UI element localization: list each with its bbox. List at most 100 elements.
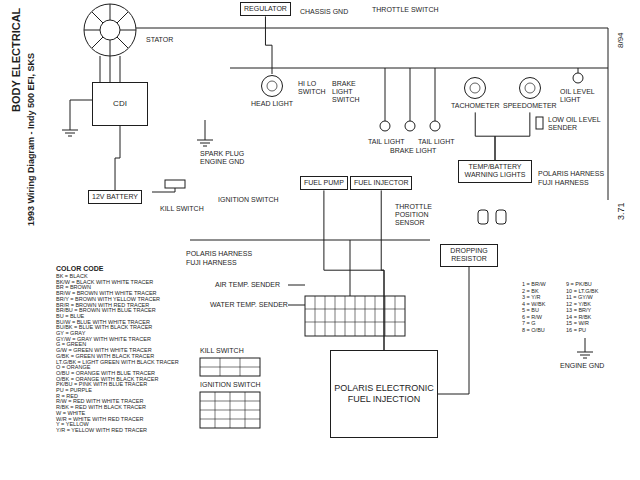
part-label: 8/94 [616,32,625,48]
component-box: 12V BATTERY [88,190,142,204]
color-code-entry: BR/W = BROWN WITH WHITE TRACER [56,291,157,297]
component-name: HEAD LIGHT [251,100,293,108]
pin-assignment: 11 = GY/W [566,295,593,301]
color-code-entry: BK/W = BLACK WITH WHITE TRACER [56,280,153,286]
component-box: FUEL PUMP [300,176,348,190]
color-code-entry: BU/W = BLUE WITH WHITE TRACER [56,320,150,326]
part-label: 3.71 [616,202,626,220]
part-label: WATER TEMP. SENDER [210,301,288,309]
wire-connector [115,126,120,190]
stator-ring [84,4,136,56]
part-label: 1993 Wiring Diagram - Indy 500 EFI, SKS [26,53,36,226]
pin-assignment: 8 = O/BU [522,328,545,334]
wire-connector [381,190,384,350]
component-box: POLARIS ELECTRONIC FUEL INJECTION [330,350,438,438]
color-code-entry: BK = BLACK [56,274,88,280]
component-box: DROPPING RESISTOR [440,244,498,267]
wire-connector [265,16,272,74]
part-label: SPARK PLUG ENGINE GND [200,150,250,166]
color-code-entry: PU = PURPLE [56,388,92,394]
wire-connector [324,190,384,350]
wire-connector [475,112,495,160]
part-label: KILL SWITCH [160,205,204,213]
component-box: CDI [92,82,148,126]
part-label: TAIL LIGHT [418,138,455,146]
part-label: BRAKE LIGHT SWITCH [332,80,378,104]
gauge-circle [465,78,486,99]
light-wire [230,68,608,69]
leader-line [288,285,305,305]
color-code-entry: BR/R = BROWN WITH RED TRACER [56,303,149,309]
part-label: LOW OIL LEVEL SENDER [548,116,602,132]
pin-assignment: 7 = G [522,321,536,327]
gauge-outline [463,76,487,100]
gauge-symbol: TACHOMETER [448,76,502,112]
diagram-title: BODY ELECTRICAL [10,8,23,112]
color-code-entry: BU/BK = BLUE WITH BLACK TRACER [56,325,152,331]
color-code-entry: O/BK = ORANGE WITH BLACK TRACER [56,377,158,383]
color-code-entry: G/W = GREEN WITH WHITE TRACER [56,348,152,354]
part-label: TAIL LIGHT [368,138,405,146]
lamp-symbol [380,121,390,131]
pin-assignment: 10 = LT.G/BK [566,289,598,295]
kill-switch-symbol [165,180,185,188]
pin-assignment: 15 = W/R [566,321,589,327]
color-code-entry: BU = BLUE [56,314,84,320]
table-grid [200,392,260,428]
ground-symbol [197,120,213,146]
lamp-symbol [405,121,415,131]
part-label: IGNITION SWITCH [200,381,261,389]
plug-symbol [478,210,488,224]
part-label: POLARIS HARNESS [186,250,252,258]
ground-symbol [577,338,593,358]
table-grid [200,358,260,376]
color-code-entry: BR = BROWN [56,285,91,291]
pin-assignment: 5 = BU [522,308,539,314]
pin-assignment: 12 = Y/BK [566,302,591,308]
component-name: SPEEDOMETER [503,102,557,110]
pin-assignment: 16 = PU [566,328,586,334]
pin-assignment: 6 = R/W [522,315,542,321]
gauge-face [470,83,480,93]
oil-sender-symbol [536,117,543,129]
ecu-connector-pins [305,296,405,336]
ground-symbol [62,100,92,136]
kill-wire [152,188,175,192]
wire-connector [438,267,469,394]
color-code-entry: GY/W = GRAY WITH WHITE TRACER [56,337,151,343]
component-name: REGULATOR [244,5,287,13]
pin-assignment: 9 = PK/BU [566,282,592,288]
harness-wire [190,240,430,241]
color-code-entry: PK/BU = PINK WITH BLUE TRACER [56,382,147,388]
oil-light-symbol [573,73,583,83]
color-code-entry: BR/Y = BROWN WITH YELLOW TRACER [56,297,160,303]
part-label: IGNITION SWITCH [218,196,279,204]
main-wire [136,28,608,200]
color-code-entry: G/BK = GREEN WITH BLACK TRACER [56,354,154,360]
component-name: POLARIS ELECTRONIC FUEL INJECTION [334,383,434,405]
part-label: ENGINE GND [560,362,604,370]
color-code-entry: O/BU = ORANGE WITH BLUE TRACER [56,371,155,377]
part-label: AIR TEMP. SENDER [215,281,280,289]
gauge-symbol: HEAD LIGHT [248,74,296,110]
lamp-wires [385,68,435,121]
color-code-entry: O = ORANGE [56,365,90,371]
component-name: TACHOMETER [451,102,499,110]
pin-assignment: 2 = BK [522,289,539,295]
part-label: KILL SWITCH [200,347,244,355]
lamp-symbol [430,121,440,131]
stator-wires [100,56,120,82]
component-name: FUEL PUMP [304,179,344,187]
pin-assignment: 3 = Y/R [522,295,540,301]
part-label: FUJI HARNESS [538,179,589,187]
part-label: COLOR CODE [56,265,103,273]
gauge-symbol: SPEEDOMETER [500,76,560,112]
color-code-entry: GY = GRAY [56,331,85,337]
pin-assignment: 1 = BR/W [522,282,546,288]
component-name: DROPPING RESISTOR [444,247,494,264]
part-label: THROTTLE SWITCH [372,6,439,14]
part-label: STATOR [146,36,173,44]
part-label: CHASSIS GND [300,8,348,16]
component-name: 12V BATTERY [92,193,138,201]
color-code-entry: W = WHITE [56,411,85,417]
